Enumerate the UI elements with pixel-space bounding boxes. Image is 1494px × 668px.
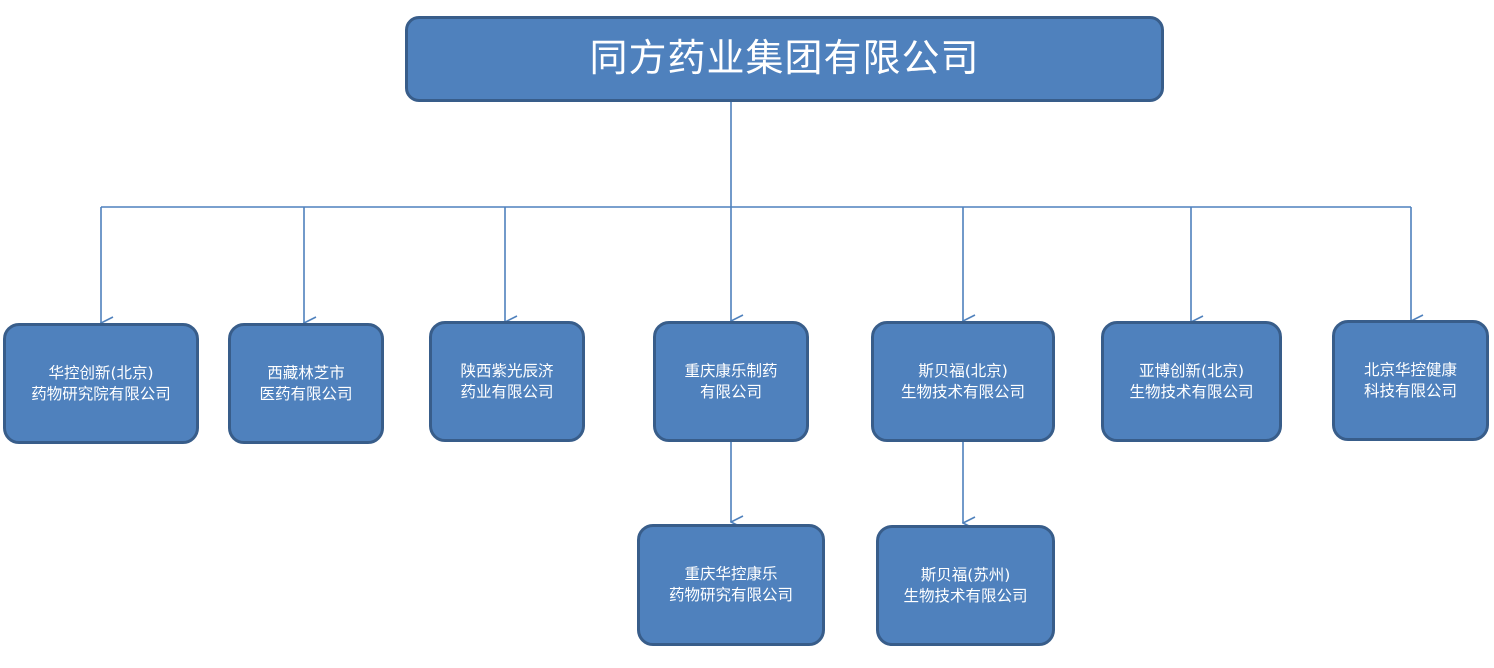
subsidiary-node-1: 华控创新(北京) 药物研究院有限公司 bbox=[3, 323, 199, 444]
subsidiary-node-5-line1: 斯贝福(北京) bbox=[918, 361, 1008, 380]
subsidiary-node-3-line1: 陕西紫光辰济 bbox=[460, 361, 554, 380]
sub-subsidiary-node-1-line2: 药物研究有限公司 bbox=[668, 586, 793, 604]
subsidiary-node-2-line1: 西藏林芝市 bbox=[267, 363, 345, 382]
subsidiary-node-5-line2: 生物技术有限公司 bbox=[900, 382, 1025, 401]
subsidiary-node-6: 亚博创新(北京) 生物技术有限公司 bbox=[1101, 321, 1282, 442]
subsidiary-node-2-line2: 医药有限公司 bbox=[259, 384, 353, 403]
sub-subsidiary-node-2-line1: 斯贝福(苏州) bbox=[920, 565, 1011, 584]
subsidiary-node-7: 北京华控健康 科技有限公司 bbox=[1332, 320, 1489, 441]
root-node-label: 同方药业集团有限公司 bbox=[589, 36, 980, 81]
sub-subsidiary-node-2-line2: 生物技术有限公司 bbox=[903, 586, 1028, 605]
subsidiary-node-3-line2: 药业有限公司 bbox=[460, 382, 554, 401]
subsidiary-node-5: 斯贝福(北京) 生物技术有限公司 bbox=[871, 321, 1055, 442]
subsidiary-node-2: 西藏林芝市 医药有限公司 bbox=[228, 323, 384, 444]
subsidiary-node-1-line1: 华控创新(北京) bbox=[48, 363, 154, 382]
subsidiary-node-7-line2: 科技有限公司 bbox=[1363, 381, 1457, 400]
root-node: 同方药业集团有限公司 bbox=[405, 16, 1164, 102]
subsidiary-node-6-line1: 亚博创新(北京) bbox=[1138, 361, 1245, 380]
subsidiary-node-4-line2: 有限公司 bbox=[699, 382, 762, 401]
subsidiary-node-4-line1: 重庆康乐制药 bbox=[684, 361, 778, 380]
subsidiary-node-7-line1: 北京华控健康 bbox=[1363, 360, 1457, 379]
subsidiary-node-6-line2: 生物技术有限公司 bbox=[1129, 382, 1254, 401]
subsidiary-node-4: 重庆康乐制药 有限公司 bbox=[653, 321, 809, 442]
subsidiary-node-1-line2: 药物研究院有限公司 bbox=[31, 384, 171, 403]
sub-subsidiary-node-1: 重庆华控康乐 药物研究有限公司 bbox=[637, 524, 825, 646]
sub-subsidiary-node-2: 斯贝福(苏州) 生物技术有限公司 bbox=[876, 525, 1055, 646]
subsidiary-node-3: 陕西紫光辰济 药业有限公司 bbox=[429, 321, 585, 442]
sub-subsidiary-node-1-line1: 重庆华控康乐 bbox=[684, 565, 778, 584]
